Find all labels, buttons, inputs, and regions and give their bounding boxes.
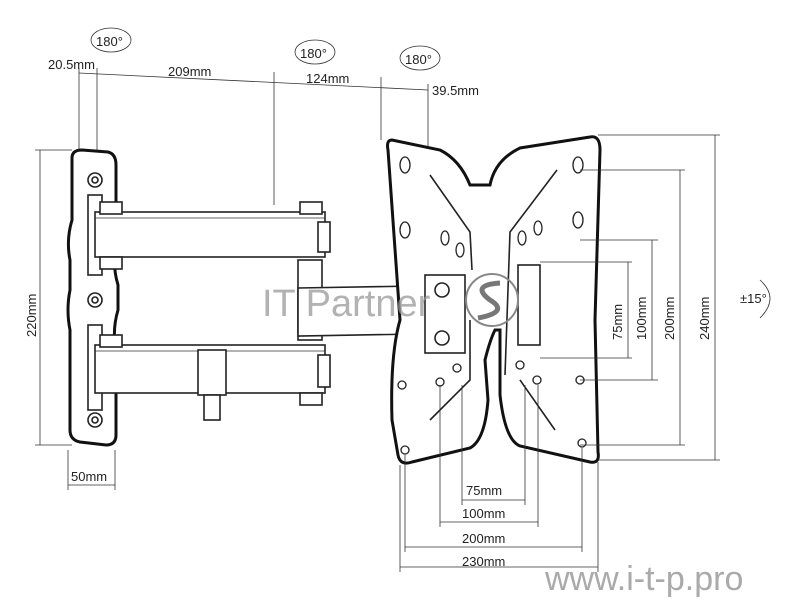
svg-text:75mm: 75mm (466, 483, 502, 498)
svg-text:180°: 180° (96, 34, 123, 49)
svg-text:39.5mm: 39.5mm (432, 83, 479, 98)
svg-text:50mm: 50mm (71, 469, 107, 484)
wall-plate (66, 148, 120, 447)
upper-arm (94, 201, 331, 270)
watermark-logo: IT Partner (262, 273, 519, 327)
svg-text:180°: 180° (300, 46, 327, 61)
vesa-vertical-dimensions: 75mm 100mm 200mm 240mm (540, 134, 720, 461)
svg-text:±15°: ±15° (740, 291, 767, 306)
svg-text:100mm: 100mm (462, 506, 505, 521)
svg-text:75mm: 75mm (610, 304, 625, 340)
rotation-badge-plate: 180° (399, 45, 441, 71)
svg-text:20.5mm: 20.5mm (48, 57, 95, 72)
svg-text:100mm: 100mm (634, 297, 649, 340)
svg-text:200mm: 200mm (462, 531, 505, 546)
watermark-url: www.i-t-p.pro (544, 560, 743, 598)
svg-text:124mm: 124mm (306, 71, 349, 86)
left-dimensions: 220mm 50mm (24, 149, 116, 490)
lower-arm (94, 334, 331, 421)
vesa-horizontal-dimensions: 75mm 100mm 200mm 230mm (399, 385, 599, 572)
svg-text:IT Partner: IT Partner (262, 283, 431, 325)
svg-text:230mm: 230mm (462, 554, 505, 569)
svg-text:200mm: 200mm (662, 297, 677, 340)
rotation-badge-middle: 180° (294, 39, 336, 65)
svg-text:240mm: 240mm (697, 297, 712, 340)
svg-text:220mm: 220mm (24, 294, 39, 337)
rotation-badge-wall: 180° (90, 27, 132, 53)
svg-text:209mm: 209mm (168, 64, 211, 79)
svg-text:180°: 180° (405, 52, 432, 67)
tilt-indicator: ±15° (740, 279, 771, 319)
top-dimension: 20.5mm 209mm 124mm 39.5mm (48, 57, 479, 205)
